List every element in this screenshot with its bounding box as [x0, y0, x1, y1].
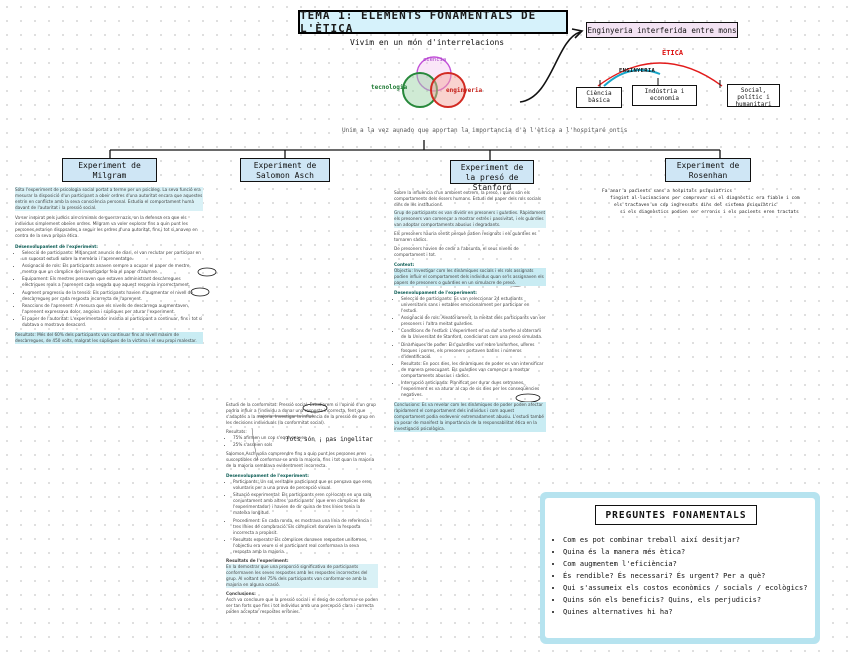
- page-title: TEMA 1: ELEMENTS FONAMENTALS DE L'ÈTICA: [298, 9, 568, 35]
- asch-findings-label: Resultats de l'experiment:: [226, 557, 289, 563]
- stanford-context: Objectiu: Investigar com les dinàmiques …: [394, 268, 546, 286]
- category-industria: Indústria i economia: [632, 85, 697, 106]
- list-item: Interrupció anticipada: Planificat per d…: [401, 380, 546, 398]
- list-item: Procediment: En cada ronda, es mostrava …: [233, 518, 378, 536]
- etica-arc: [597, 62, 723, 87]
- list-item: Reaccions de l'aprenent: A mesura que el…: [22, 303, 203, 315]
- rosenhan-line: Fa anar a pacients sans a hospitals psiq…: [602, 189, 733, 194]
- rosenhan-line: fingint al·lucinacions per comprovar si …: [610, 196, 800, 201]
- rosenhan-line: si els diagnòstics podien ser erronis i …: [620, 210, 799, 215]
- experiment-stanford-box: Experiment de la presó de Stanford: [450, 160, 534, 192]
- question-item: Com es pot combinar treball així desitja…: [563, 534, 809, 546]
- list-item: Participants: Un sol veritable participa…: [233, 479, 378, 491]
- stanford-conclusions: Conclusions: Es va revelar com les dinàm…: [394, 401, 546, 432]
- question-item: Quins són els beneficis? Quins, els perj…: [563, 594, 809, 606]
- preguntes-list: Com es pot combinar treball així desitja…: [555, 534, 809, 618]
- question-item: Qui s'assumeix els costos econòmics / so…: [563, 582, 809, 594]
- milgram-p2: Va ser inspirat pels judicis als crimina…: [15, 215, 198, 238]
- principle-text: Unim a la vez aunado que aportan la impo…: [342, 127, 628, 134]
- list-item: Augment progressiu de la tensió: Els par…: [22, 290, 203, 302]
- stanford-notes: Sobre la influència d'un ambient extrem,…: [394, 190, 546, 432]
- question-item: Com augmentem l'eficiència?: [563, 558, 809, 570]
- asch-results-label: Resultats:: [226, 429, 247, 434]
- list-item: 75% afirmen un cop s'equivocaven: [233, 435, 378, 441]
- list-item: Selecció de participants: Es van selecci…: [401, 296, 546, 314]
- stanford-p2: Els presoners hauria sentit perquè patie…: [394, 231, 537, 242]
- asch-notes: Estudi de la conformitat: Pressió social…: [226, 402, 378, 615]
- list-item: Situació experimental: Els participants …: [233, 492, 378, 516]
- stanford-context-label: Context:: [394, 262, 415, 267]
- rosenhan-notes: Fa anar a pacients sans a hospitals psiq…: [602, 188, 838, 216]
- list-item: Assignació de rols: Els participants ana…: [22, 263, 203, 275]
- asch-conclusions-label: Conclusions:: [226, 590, 256, 596]
- stanford-intro: Sobre la influència d'un ambient extrem,…: [394, 190, 542, 207]
- list-item: Dinàmiques de poder: Els guàrdies van re…: [401, 342, 546, 360]
- question-item: Quines alternatives hi ha?: [563, 606, 809, 618]
- preguntes-title: PREGUNTES FONAMENTALS: [595, 505, 757, 525]
- venn-circle-enginyeria: [430, 72, 466, 108]
- list-item: Equipament: Els mestres pensaven que est…: [22, 276, 203, 288]
- etica-label: ÈTICA: [662, 49, 684, 57]
- question-item: És rendible? És necessari? És urgent? Pe…: [563, 570, 809, 582]
- list-item: Assignació de rols: Aleatòriament, la me…: [401, 315, 546, 327]
- engineering-arc: [603, 69, 661, 87]
- category-social: Social, polític i humanitari: [727, 84, 780, 108]
- question-item: Quina és la manera més ètica?: [563, 546, 809, 558]
- asch-findings: En la demostrar que una proporció signif…: [226, 563, 378, 588]
- milgram-results: Resultats: Més del 60% dels participants…: [15, 331, 203, 344]
- asch-p2: Salomon Asch volia comprendre fins a qui…: [226, 451, 375, 469]
- list-item: Resultats esperats: Els còmplices donave…: [233, 537, 378, 555]
- venn-label-enginyeria: enginyeria: [446, 87, 483, 94]
- milgram-dev-heading: Desenvolupament de l'experiment:: [15, 244, 98, 249]
- preguntes-panel: PREGUNTES FONAMENTALS Com es pot combina…: [540, 492, 820, 644]
- venn-label-ciencia: ciència: [423, 57, 447, 63]
- milgram-notes: Sóta l'experiment de psicologia social p…: [15, 187, 203, 344]
- asch-intro: Estudi de la conformitat: Pressió social…: [226, 402, 376, 425]
- list-item: El paper de l'autoritat: L'experimentado…: [22, 316, 203, 328]
- stanford-dev-heading: Desenvolupament de l'experiment:: [394, 290, 477, 295]
- stanford-highlight: Grup de participants es van dividir en p…: [394, 210, 546, 228]
- engineering-label: ENGINYERIA: [619, 68, 656, 74]
- list-item: Resultats: En pocs dies, les dinàmiques …: [401, 361, 546, 379]
- stanford-p3: De presoners havien de cedir a l'absurda…: [394, 246, 519, 257]
- rosenhan-line: els tractaven un cop ingressats dins del…: [614, 203, 777, 208]
- experiment-asch-box: Experiment de Salomon Asch: [240, 158, 330, 182]
- engineering-box: Enginyeria interferida entre mons: [586, 22, 738, 38]
- experiment-milgram-box: Experiment de Milgram: [62, 158, 157, 182]
- category-ciencia-basica: Ciència bàsica: [576, 87, 622, 108]
- list-item: Selecció de participants: Mitjançant anu…: [22, 250, 203, 262]
- asch-dev-heading: Desenvolupament de l'experiment:: [226, 473, 309, 479]
- subtitle: Vivim en un món d'interrelacions: [350, 38, 505, 47]
- curved-arrow: [519, 31, 581, 103]
- venn-label-tecnologia: tecnologia: [371, 84, 408, 91]
- milgram-intro: Sóta l'experiment de psicologia social p…: [15, 187, 203, 211]
- asch-conclusions: Asch va concloure que la pressió social …: [226, 596, 378, 614]
- list-item: Condicions de l'estudi: L'experiment es …: [401, 328, 546, 340]
- list-item: 25% s'asseien sols: [233, 442, 378, 448]
- experiment-rosenhan-box: Experiment de Rosenhan: [665, 158, 751, 182]
- asch-hand-note: Tots són ¡ pas ingelitar: [286, 436, 373, 443]
